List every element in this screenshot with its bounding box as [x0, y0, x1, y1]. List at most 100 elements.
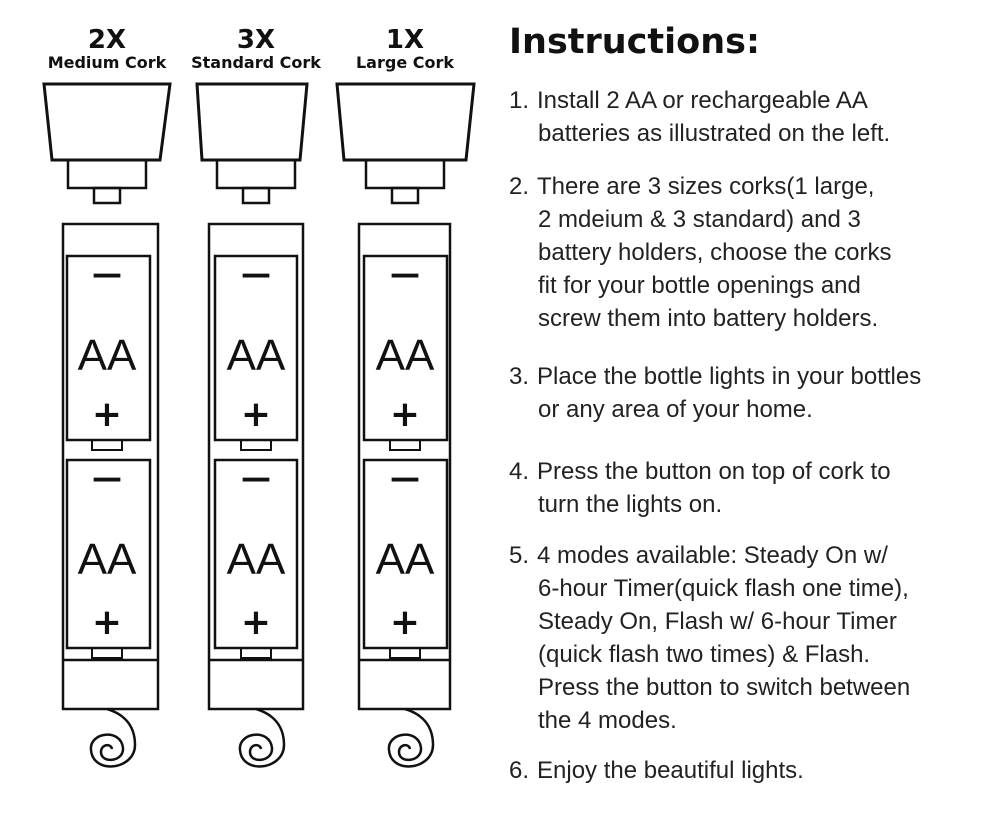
step-line: screw them into battery holders.	[509, 302, 892, 335]
battery-label: AA	[78, 331, 137, 380]
battery-terminal	[389, 647, 421, 659]
cork-screw	[92, 186, 122, 205]
battery-terminal	[91, 439, 123, 451]
battery-label: AA	[227, 535, 286, 584]
cork-screw	[241, 186, 271, 205]
step-line: 2 mdeium & 3 standard) and 3	[509, 203, 892, 236]
battery-negative-sign: —	[390, 257, 420, 292]
step-text: turn the lights on.	[538, 491, 723, 518]
aa-battery-1: — AA +	[213, 254, 299, 451]
step-text: There are 3 sizes corks(1 large,	[537, 173, 875, 200]
battery-positive-sign: +	[241, 602, 271, 643]
battery-positive-sign: +	[390, 394, 420, 435]
step-first-line: 4. Press the button on top of cork to	[509, 455, 891, 488]
aa-battery-2: —AA+	[65, 458, 152, 659]
step-first-line: 1.Install 2 AA or rechargeable AA	[509, 84, 890, 117]
battery-positive-sign: +	[390, 602, 420, 643]
step-line: (quick flash two times) & Flash.	[509, 638, 910, 671]
step-text: battery holders, choose the corks	[538, 239, 892, 266]
battery-negative-sign: —	[241, 461, 271, 496]
step-text: screw them into battery holders.	[538, 305, 879, 332]
battery-positive-sign: +	[241, 394, 271, 435]
step-first-line: 6. Enjoy the beautiful lights.	[509, 754, 804, 787]
step-line: Press the button to switch between	[509, 671, 910, 704]
step-first-line: 3. Place the bottle lights in your bottle…	[509, 360, 921, 393]
step-line: fit for your bottle openings and	[509, 269, 892, 302]
step-number: 2.	[509, 173, 530, 200]
step-first-line: 2. There are 3 sizes corks(1 large,	[509, 170, 892, 203]
step-line: 6-hour Timer(quick flash one time),	[509, 572, 910, 605]
cork-size-label: Large Cork	[355, 53, 455, 72]
instruction-step-2: 2. There are 3 sizes corks(1 large, 2 mdei…	[509, 170, 892, 335]
battery-terminal	[389, 439, 421, 451]
battery-label: AA	[376, 535, 435, 584]
battery-positive-sign: +	[92, 394, 122, 435]
step-line: the 4 modes.	[509, 704, 910, 737]
step-line: Steady On, Flash w/ 6-hour Timer	[509, 605, 910, 638]
cork-size-label: Medium Cork	[47, 53, 167, 72]
step-text: 6-hour Timer(quick flash one time),	[538, 575, 909, 602]
step-text: Press the button to switch between	[538, 674, 911, 701]
battery-positive-sign: +	[92, 602, 122, 643]
step-text: (quick flash two times) & Flash.	[538, 641, 871, 668]
cork-quantity: 2X	[87, 25, 127, 55]
instruction-step-3: 3. Place the bottle lights in your bottle…	[509, 360, 921, 426]
cork-icon	[42, 82, 172, 162]
cork-icon	[195, 82, 309, 162]
cork-size-label: Standard Cork	[191, 53, 321, 72]
step-text: or any area of your home.	[538, 396, 813, 423]
battery-terminal	[91, 647, 123, 659]
step-text: Press the button on top of cork to	[537, 458, 891, 485]
cork-quantity: 1X	[385, 25, 425, 55]
instruction-step-5: 5. 4 modes available: Steady On w/6-hour …	[509, 539, 910, 737]
cork-icon	[335, 82, 476, 162]
step-line: or any area of your home.	[509, 393, 921, 426]
step-text: batteries as illustrated on the left.	[538, 120, 891, 147]
battery-holder-icon	[357, 222, 452, 711]
aa-battery-2: — AA +	[213, 458, 299, 659]
aa-battery-2: —AA+	[362, 458, 449, 659]
step-line: turn the lights on.	[509, 488, 891, 521]
step-text: fit for your bottle openings and	[538, 272, 861, 299]
instruction-step-1: 1.Install 2 AA or rechargeable AA batteri…	[509, 84, 890, 150]
battery-negative-sign: —	[241, 257, 271, 292]
step-text: 2 mdeium & 3 standard) and 3	[538, 206, 861, 233]
cork-screw	[390, 186, 420, 205]
cork-column-3: —AA+—AA+	[335, 82, 476, 768]
step-number: 4.	[509, 458, 530, 485]
battery-negative-sign: —	[92, 257, 122, 292]
cork-column-2: — AA + — AA +	[195, 82, 309, 768]
cork-battery-diagram: —AA+—AA+—AA+—AA+—AA+—AA+	[42, 82, 476, 768]
aa-battery-1: — AA +	[362, 254, 449, 451]
step-first-line: 5. 4 modes available: Steady On w/	[509, 539, 910, 572]
step-number: 5.	[509, 542, 530, 569]
cork-neck	[66, 158, 148, 190]
step-number: 6.	[509, 757, 530, 784]
instruction-step-6: 6. Enjoy the beautiful lights.	[509, 754, 804, 787]
cork-neck	[364, 158, 446, 190]
spiral-wire-icon	[89, 707, 137, 768]
battery-terminal	[240, 647, 272, 659]
step-line: batteries as illustrated on the left.	[509, 117, 890, 150]
cork-quantity: 3X	[236, 25, 276, 55]
step-text: Install 2 AA or rechargeable AA	[537, 87, 868, 114]
battery-label: AA	[227, 331, 286, 380]
instruction-step-4: 4. Press the button on top of cork to turn…	[509, 455, 891, 521]
spiral-wire-icon	[387, 707, 435, 768]
cork-neck	[215, 158, 297, 190]
aa-battery-1: — AA +	[65, 254, 152, 451]
step-text: Place the bottle lights in your bottles	[537, 363, 922, 390]
step-text: 4 modes available: Steady On w/	[537, 542, 888, 569]
battery-label: AA	[376, 331, 435, 380]
cork-column-1: —AA+—AA+	[42, 82, 172, 768]
step-number: 3.	[509, 363, 530, 390]
step-text: Enjoy the beautiful lights.	[537, 757, 804, 784]
battery-negative-sign: —	[92, 461, 122, 496]
step-text: the 4 modes.	[538, 707, 677, 734]
step-line: battery holders, choose the corks	[509, 236, 892, 269]
spiral-wire-icon	[238, 707, 286, 768]
step-text: Steady On, Flash w/ 6-hour Timer	[538, 608, 897, 635]
